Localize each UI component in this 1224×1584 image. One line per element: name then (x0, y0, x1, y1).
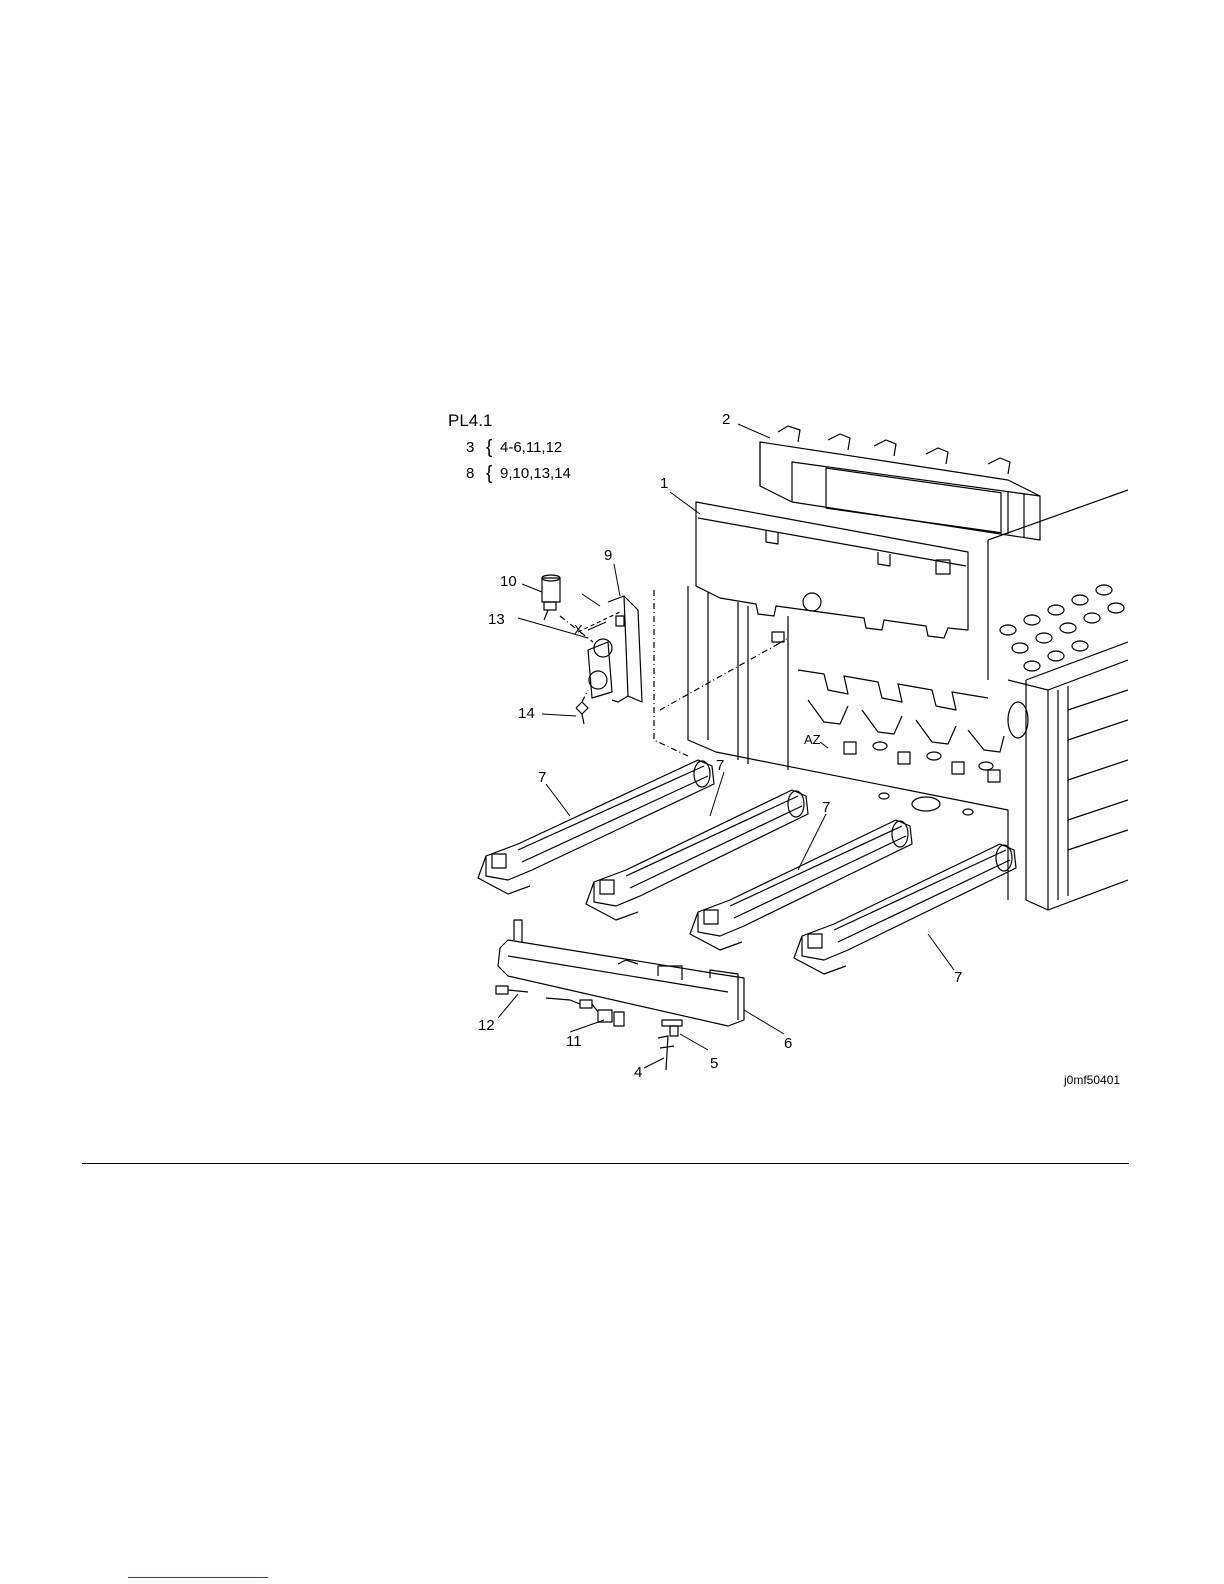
drum-cartridge-3 (690, 820, 912, 950)
callout-14: 14 (518, 705, 535, 722)
group-item-3: 3 (466, 439, 474, 456)
group-contents-3: 4-6,11,12 (500, 439, 562, 456)
part-2-top-cover (760, 426, 1040, 540)
main-frame (688, 490, 1128, 910)
callout-4: 4 (634, 1064, 642, 1081)
section-divider (82, 1163, 1129, 1164)
callout-7a: 7 (538, 769, 546, 786)
group-item-8: 8 (466, 465, 474, 482)
marker-az: AZ (804, 732, 821, 747)
callout-7d: 7 (954, 969, 962, 986)
group-brace-8: { (486, 463, 493, 484)
marker-x: X (574, 622, 583, 637)
figure-image-id: j0mf50401 (1063, 1073, 1120, 1087)
callout-10: 10 (500, 573, 517, 590)
callout-11: 11 (566, 1033, 582, 1050)
leader-lines (498, 424, 954, 1068)
parts-reference-legend: PL4.1 3 { 4-6,11,12 8 { 9,10,13,14 (448, 411, 571, 484)
callout-13: 13 (488, 611, 505, 628)
drum-cartridge-2 (586, 790, 808, 920)
callout-1: 1 (660, 475, 668, 492)
parts-drawing: PL4.1 3 { 4-6,11,12 8 { 9,10,13,14 1 2 4… (448, 380, 1128, 1110)
callout-6: 6 (784, 1035, 792, 1052)
exploded-parts-diagram: PL4.1 3 { 4-6,11,12 8 { 9,10,13,14 1 2 4… (448, 380, 1128, 1110)
callout-5: 5 (710, 1055, 718, 1072)
group-contents-8: 9,10,13,14 (500, 465, 571, 482)
parts-list-ref: PL4.1 (448, 411, 492, 430)
callout-7c: 7 (822, 799, 830, 816)
group-brace-3: { (486, 437, 493, 458)
part-9-bracket-assembly (542, 575, 788, 756)
part-7-drum-cartridges (478, 760, 1016, 974)
callout-2: 2 (722, 411, 730, 428)
callout-7b: 7 (716, 757, 724, 774)
drum-cartridge-1 (478, 760, 714, 894)
drum-cartridge-4 (794, 844, 1016, 974)
callout-labels: 1 2 4 5 6 7 7 7 7 9 10 11 12 13 14 (478, 411, 962, 1081)
footer-link-underline[interactable] (128, 1577, 268, 1578)
callout-12: 12 (478, 1017, 495, 1034)
callout-9: 9 (604, 547, 612, 564)
